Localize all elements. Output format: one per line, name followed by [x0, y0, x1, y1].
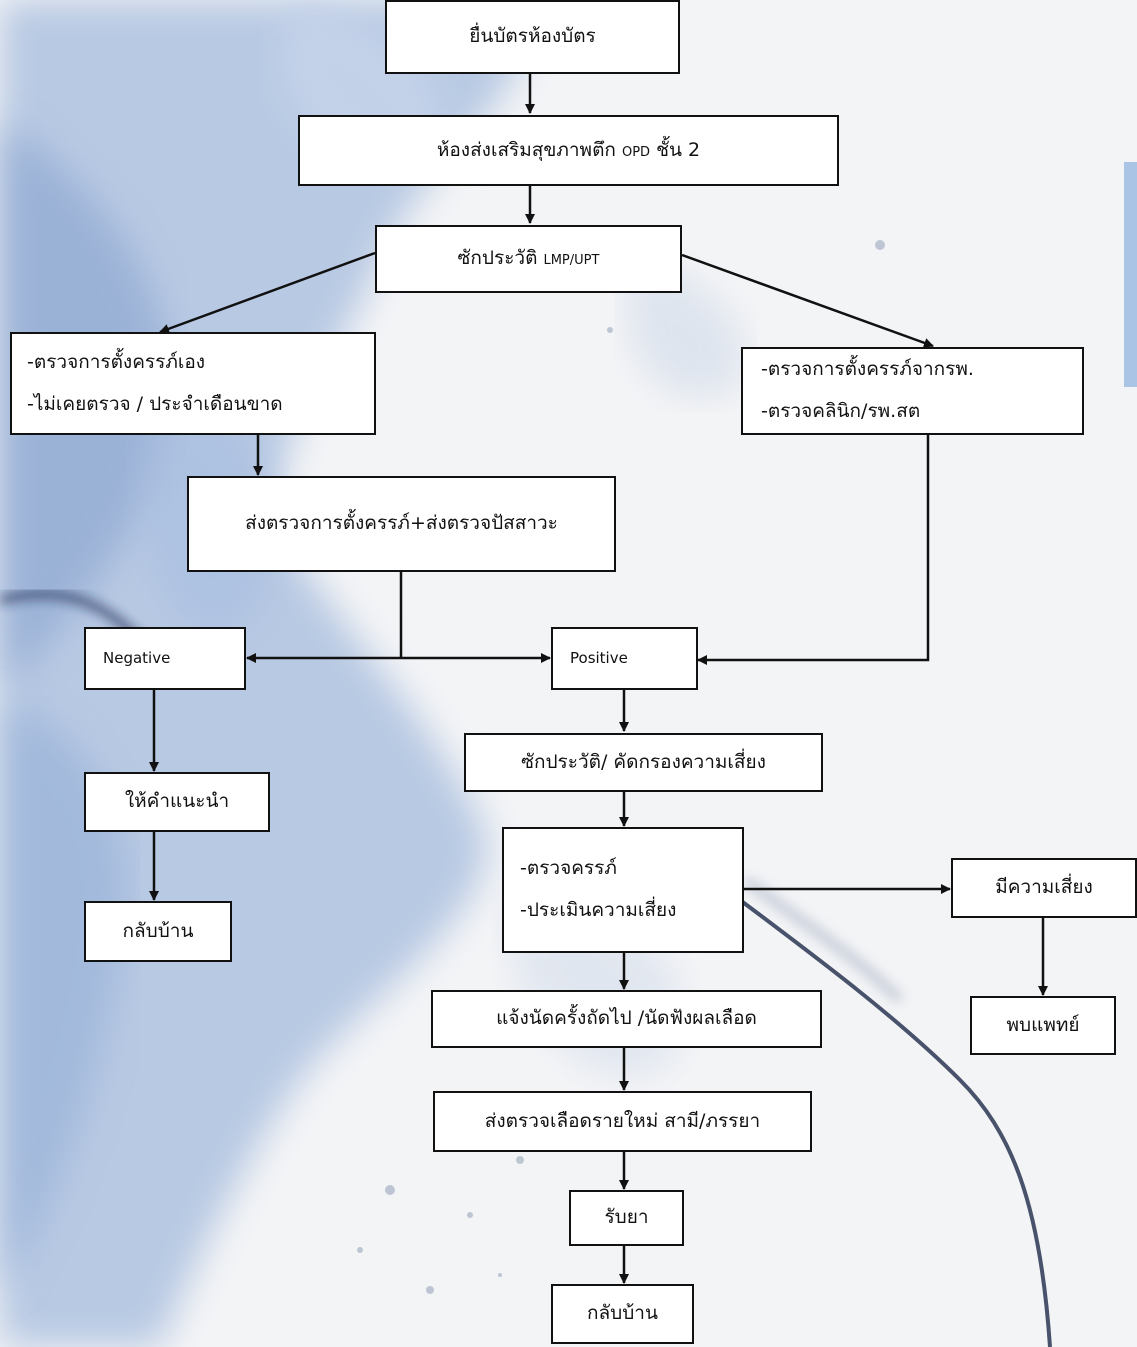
node-positive: Positive: [551, 627, 698, 690]
node-register: ยื่นบัตรห้องบัตร: [385, 0, 680, 74]
node-at-risk: มีความเสี่ยง: [951, 858, 1137, 918]
node-screening-label: ซักประวัติ/ คัดกรองความเสี่ยง: [521, 750, 766, 773]
node-promotion-room: ห้องส่งเสริมสุขภาพตึก OPD ชั้น 2: [298, 115, 839, 186]
node-hospital-test-line1: -ตรวจการตั้งครรภ์จากรพ.: [761, 358, 974, 381]
node-self-test-line2: -ไม่เคยตรวจ / ประจำเดือนขาด: [27, 392, 283, 415]
node-exam-line2: -ประเมินความเสี่ยง: [520, 899, 677, 921]
node-send-tests: ส่งตรวจการตั้งครรภ์+ส่งตรวจปัสสาวะ: [187, 476, 616, 572]
node-go-home-bottom: กลับบ้าน: [551, 1284, 694, 1344]
node-blood-test-label: ส่งตรวจเลือดรายใหม่ สามี/ภรรยา: [484, 1109, 761, 1132]
node-history: ซักประวัติ LMP/UPT: [375, 225, 682, 293]
edge-hospitaltest-to-positive: [697, 435, 930, 665]
node-self-test-line1: -ตรวจการตั้งครรภ์เอง: [27, 350, 206, 373]
node-exam-line1: -ตรวจครรภ์: [520, 857, 617, 880]
node-next-appointment: แจ้งนัดครั้งถัดไป /นัดฟังผลเลือด: [431, 990, 822, 1048]
node-advice-label: ให้คำแนะนำ: [124, 790, 230, 813]
node-go-home-bottom-label: กลับบ้าน: [587, 1302, 658, 1325]
node-negative: Negative: [84, 627, 246, 690]
node-at-risk-label: มีความเสี่ยง: [995, 876, 1093, 899]
node-register-label: ยื่นบัตรห้องบัตร: [469, 25, 596, 48]
node-go-home-left-label: กลับบ้าน: [122, 919, 194, 942]
node-blood-test: ส่งตรวจเลือดรายใหม่ สามี/ภรรยา: [433, 1091, 812, 1152]
side-accent-tab: [1124, 162, 1137, 387]
node-self-test: -ตรวจการตั้งครรภ์เอง -ไม่เคยตรวจ / ประจำ…: [10, 332, 376, 435]
node-go-home-left: กลับบ้าน: [84, 901, 232, 962]
node-positive-label: Positive: [570, 649, 628, 667]
node-advice: ให้คำแนะนำ: [84, 772, 270, 832]
node-negative-label: Negative: [103, 649, 171, 667]
node-next-appointment-label: แจ้งนัดครั้งถัดไป /นัดฟังผลเลือด: [496, 1007, 757, 1030]
node-send-tests-label: ส่งตรวจการตั้งครรภ์+ส่งตรวจปัสสาวะ: [245, 512, 558, 535]
node-hospital-test-line2: -ตรวจคลินิก/รพ.สต: [761, 400, 921, 422]
node-see-doctor-label: พบแพทย์: [1006, 1013, 1080, 1036]
node-history-label: ซักประวัติ LMP/UPT: [457, 247, 600, 270]
node-hospital-test: -ตรวจการตั้งครรภ์จากรพ. -ตรวจคลินิก/รพ.ส…: [741, 347, 1084, 435]
edge-history-to-selftest: [159, 251, 376, 334]
node-promotion-room-label: ห้องส่งเสริมสุขภาพตึก OPD ชั้น 2: [436, 138, 701, 161]
node-medicine-label: รับยา: [604, 1206, 649, 1229]
node-screening: ซักประวัติ/ คัดกรองความเสี่ยง: [464, 733, 823, 792]
node-medicine: รับยา: [569, 1190, 684, 1246]
node-exam: -ตรวจครรภ์ -ประเมินความเสี่ยง: [502, 827, 744, 953]
node-see-doctor: พบแพทย์: [970, 996, 1116, 1055]
edge-history-to-hospitaltest: [681, 253, 934, 348]
